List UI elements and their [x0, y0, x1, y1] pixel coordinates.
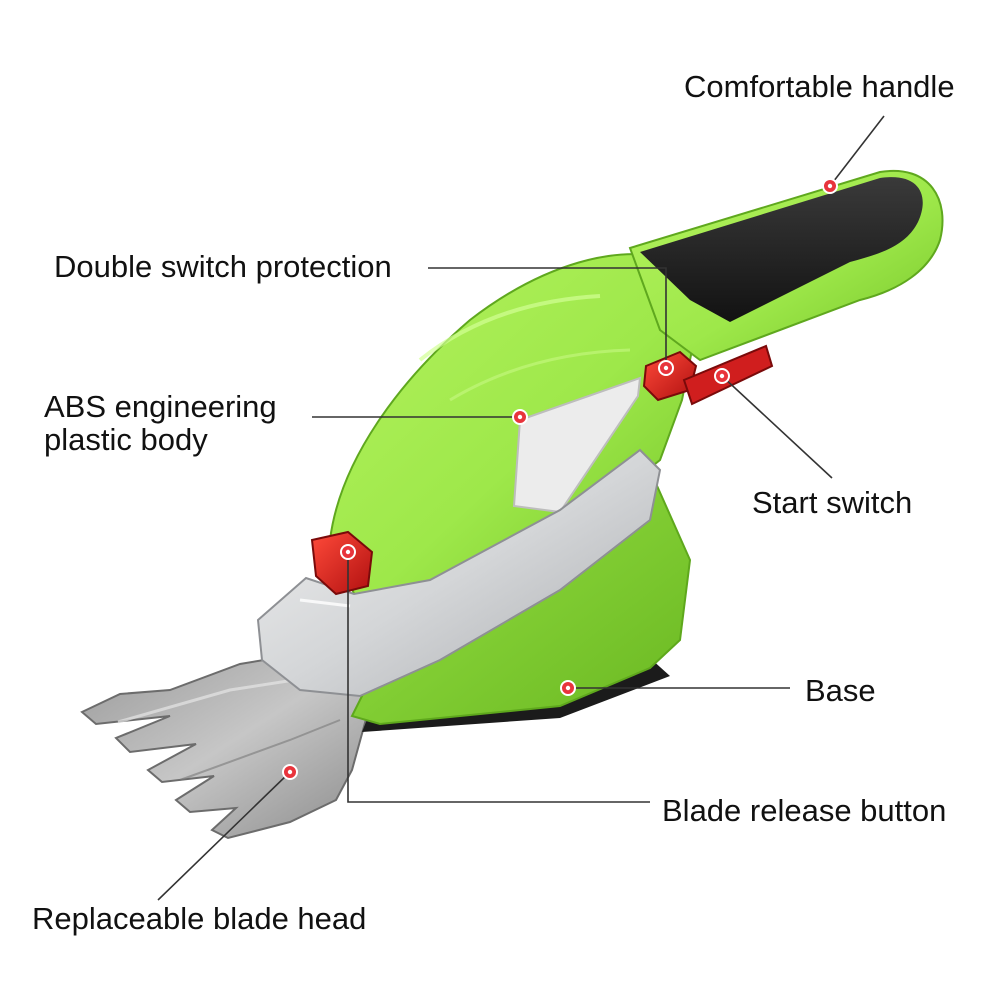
marker-blade-head	[282, 764, 298, 780]
leader-double-switch	[428, 267, 667, 368]
label-replaceable-blade-head: Replaceable blade head	[32, 901, 367, 936]
leader-blade-head	[157, 771, 291, 901]
label-comfortable-handle: Comfortable handle	[684, 69, 955, 104]
abs-plastic-body	[328, 253, 702, 600]
blade-release-button	[310, 530, 374, 596]
marker-abs-body	[512, 409, 528, 425]
label-abs-plastic-body: ABS engineering plastic body	[44, 390, 277, 456]
label-abs-line-2: plastic body	[44, 422, 208, 457]
label-base: Base	[805, 673, 876, 708]
leader-blade-release	[347, 552, 650, 803]
label-double-switch-protection: Double switch protection	[54, 249, 392, 284]
marker-comfortable-handle	[822, 178, 838, 194]
marker-base	[560, 680, 576, 696]
label-start-switch: Start switch	[752, 485, 913, 520]
leader-start-switch	[721, 375, 833, 479]
marker-double-switch	[658, 360, 674, 376]
marker-blade-release	[340, 544, 356, 560]
front-cover	[256, 448, 662, 698]
marker-start-switch	[714, 368, 730, 384]
leader-comfortable-handle	[829, 115, 885, 187]
label-blade-release-button: Blade release button	[662, 793, 947, 828]
comfortable-handle	[628, 169, 944, 362]
label-abs-line-1: ABS engineering	[44, 389, 277, 424]
leader-lines	[157, 115, 885, 901]
markers	[282, 178, 838, 780]
